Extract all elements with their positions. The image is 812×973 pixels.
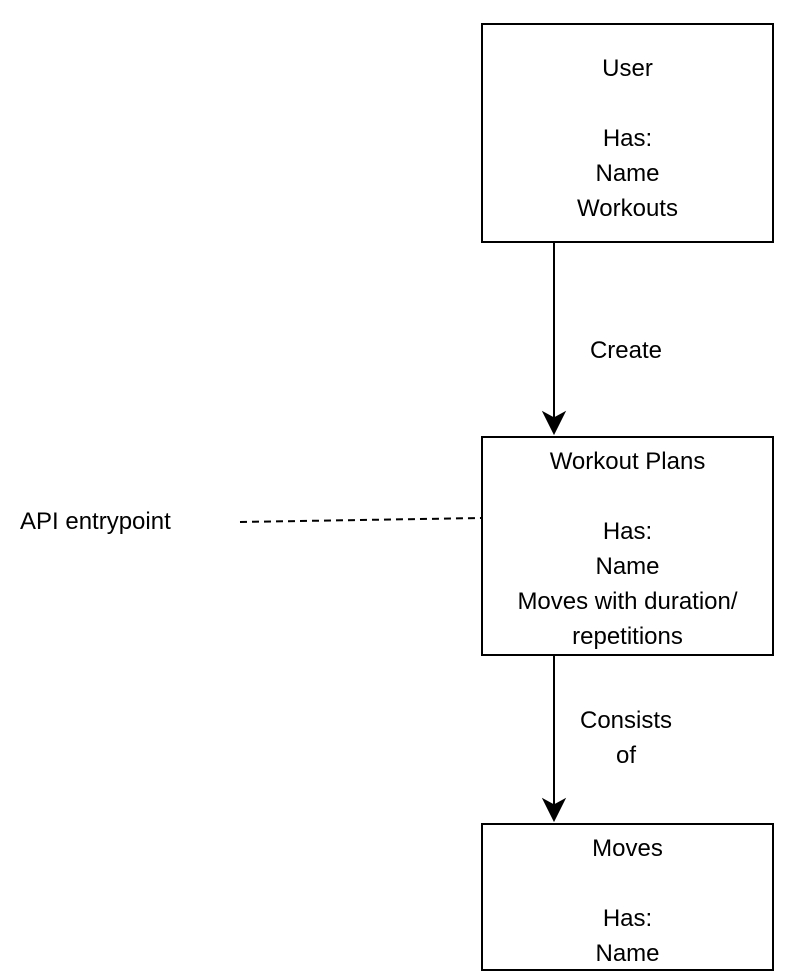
edge-label-consists-line: of (615, 742, 636, 769)
edge-label-consists-line: Consists (579, 707, 673, 734)
node-moves-has-label: Has: (602, 905, 653, 932)
node-workout-plans-attribute: Moves with duration/ (517, 588, 738, 615)
node-user-has-label: Has: (602, 125, 653, 152)
node-moves: Moves Has: Name (481, 823, 774, 971)
api-entrypoint-label: API entrypoint (20, 508, 171, 535)
node-user-title: User (602, 55, 653, 82)
node-moves-spacer (483, 866, 772, 901)
edge-create-arrowhead (541, 410, 567, 436)
node-moves-title: Moves (592, 835, 663, 862)
node-workout-plans-attribute: repetitions (572, 623, 683, 650)
node-workout-plans-has-label: Has: (602, 518, 653, 545)
node-user: User Has: Name Workouts (481, 23, 774, 243)
node-workout-plans-title: Workout Plans (549, 448, 706, 475)
edge-consists-arrowhead (541, 797, 567, 823)
node-user-attribute: Name (595, 160, 660, 187)
node-user-attribute: Workouts (577, 195, 678, 222)
edge-label-consists-of: Consists of (556, 703, 696, 773)
node-workout-plans-attribute: Name (595, 553, 660, 580)
node-moves-attribute: Name (595, 940, 660, 967)
edge-label-create: Create (589, 337, 663, 364)
node-user-spacer (483, 86, 772, 121)
node-workout-plans: Workout Plans Has: Name Moves with durat… (481, 436, 774, 656)
node-workout-plans-spacer (483, 479, 772, 514)
api-entrypoint-dashed-line (239, 517, 482, 523)
